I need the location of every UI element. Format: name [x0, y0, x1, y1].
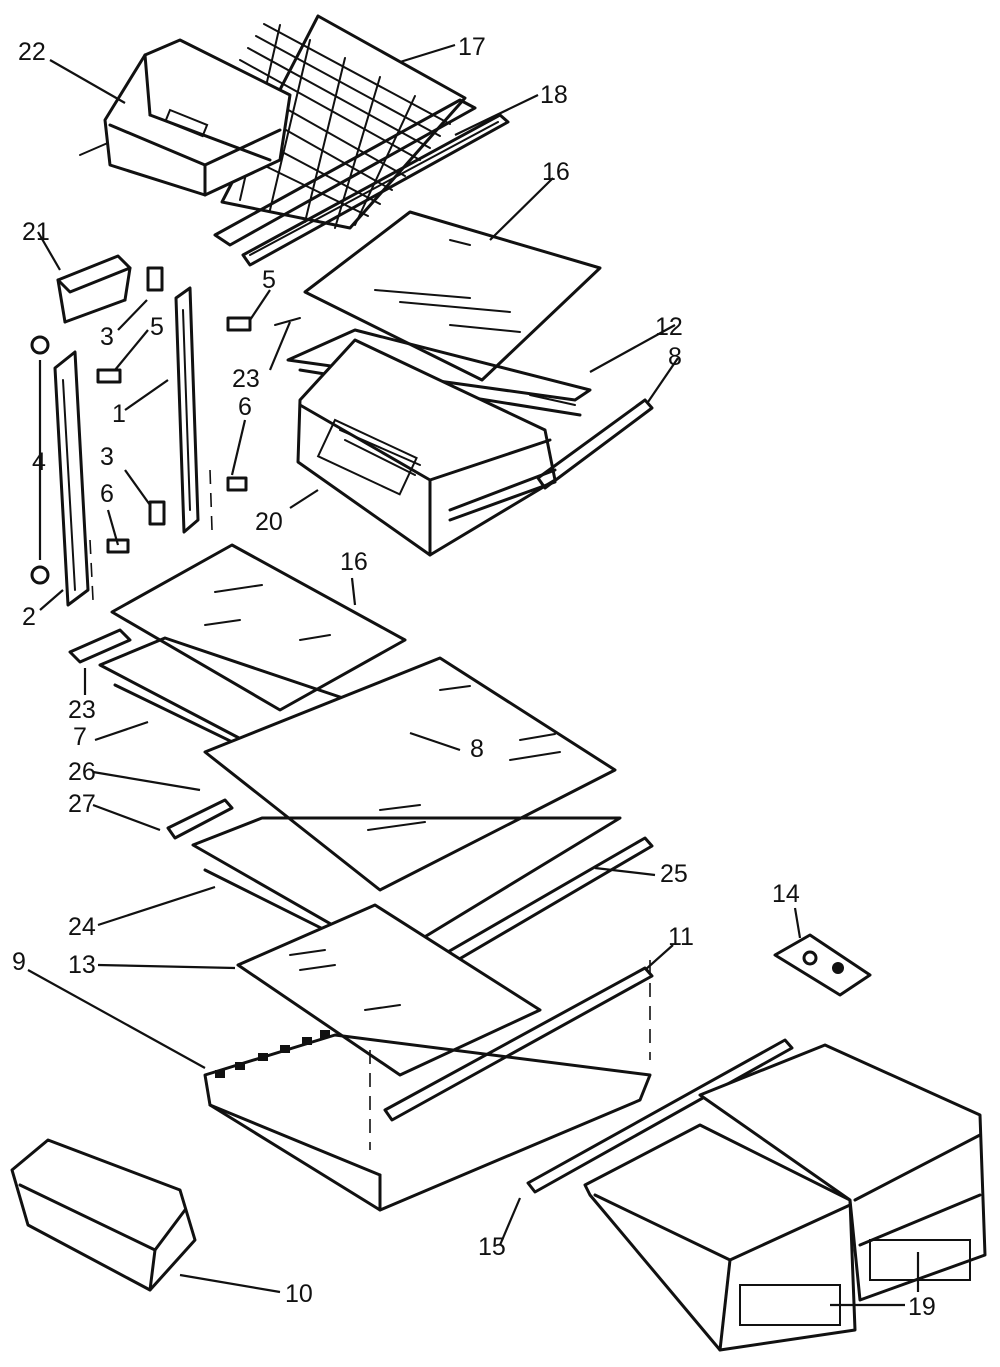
callout-13: 13 [68, 951, 96, 979]
part-18-trim [213, 98, 510, 267]
leader-lines [27, 43, 920, 1307]
part-22-bin [103, 38, 292, 197]
callout-15: 15 [478, 1233, 506, 1261]
part-11-rail [383, 966, 654, 1122]
callout-25: 25 [660, 860, 688, 888]
part-23-rail-lower [68, 628, 132, 664]
callout-7: 7 [73, 723, 87, 751]
callout-23-lower: 23 [68, 696, 96, 724]
part-19-crisper-right [698, 1043, 987, 1302]
callout-21: 21 [22, 218, 50, 246]
callout-labels: 22 17 18 16 21 5 3 5 23 12 8 4 1 6 3 6 2… [12, 33, 936, 1321]
part-9-bottom-pan [203, 960, 652, 1212]
callout-19: 19 [908, 1293, 936, 1321]
callout-10: 10 [285, 1280, 313, 1308]
part-21-bracket [56, 254, 132, 324]
callout-16-upper: 16 [542, 158, 570, 186]
part-19-crisper-left [583, 1123, 857, 1352]
part-8-rail-upper [536, 398, 654, 490]
callout-12: 12 [655, 313, 683, 341]
part-10-door-bin [10, 1138, 197, 1292]
callout-9: 9 [12, 948, 26, 976]
callout-27: 27 [68, 790, 96, 818]
part-2-standard [53, 350, 213, 607]
callout-16-lower: 16 [340, 548, 368, 576]
part-26-glass-shelf [203, 656, 617, 892]
part-15-rail [526, 1038, 794, 1194]
part-27-rail [166, 798, 234, 840]
callout-23-upper: 23 [232, 365, 260, 393]
callout-1: 1 [112, 400, 126, 428]
callout-26: 26 [68, 758, 96, 786]
callout-22: 22 [18, 38, 46, 66]
callout-14: 14 [772, 880, 800, 908]
callout-5-upper: 5 [262, 266, 276, 294]
callout-8-upper: 8 [668, 343, 682, 371]
callout-3-lower: 3 [100, 443, 114, 471]
callout-3-upper: 3 [100, 323, 114, 351]
callout-11: 11 [668, 923, 694, 951]
fasteners [30, 266, 252, 585]
callout-8-lower: 8 [470, 735, 484, 763]
part-1-standard [174, 286, 200, 534]
callout-17: 17 [458, 33, 486, 61]
callout-24: 24 [68, 913, 96, 941]
callout-2: 2 [22, 603, 36, 631]
callout-6-lower: 6 [100, 480, 114, 508]
part-16-glass-shelf-upper [303, 210, 602, 382]
callout-6-upper: 6 [238, 393, 252, 421]
callout-5-lower: 5 [150, 313, 164, 341]
part-14-cover [773, 933, 872, 997]
callout-4: 4 [32, 448, 46, 476]
part-16-glass-shelf-lower [110, 543, 407, 712]
callout-20: 20 [255, 508, 283, 536]
part-13-glass-shelf [236, 903, 542, 1077]
callout-18: 18 [540, 81, 568, 109]
